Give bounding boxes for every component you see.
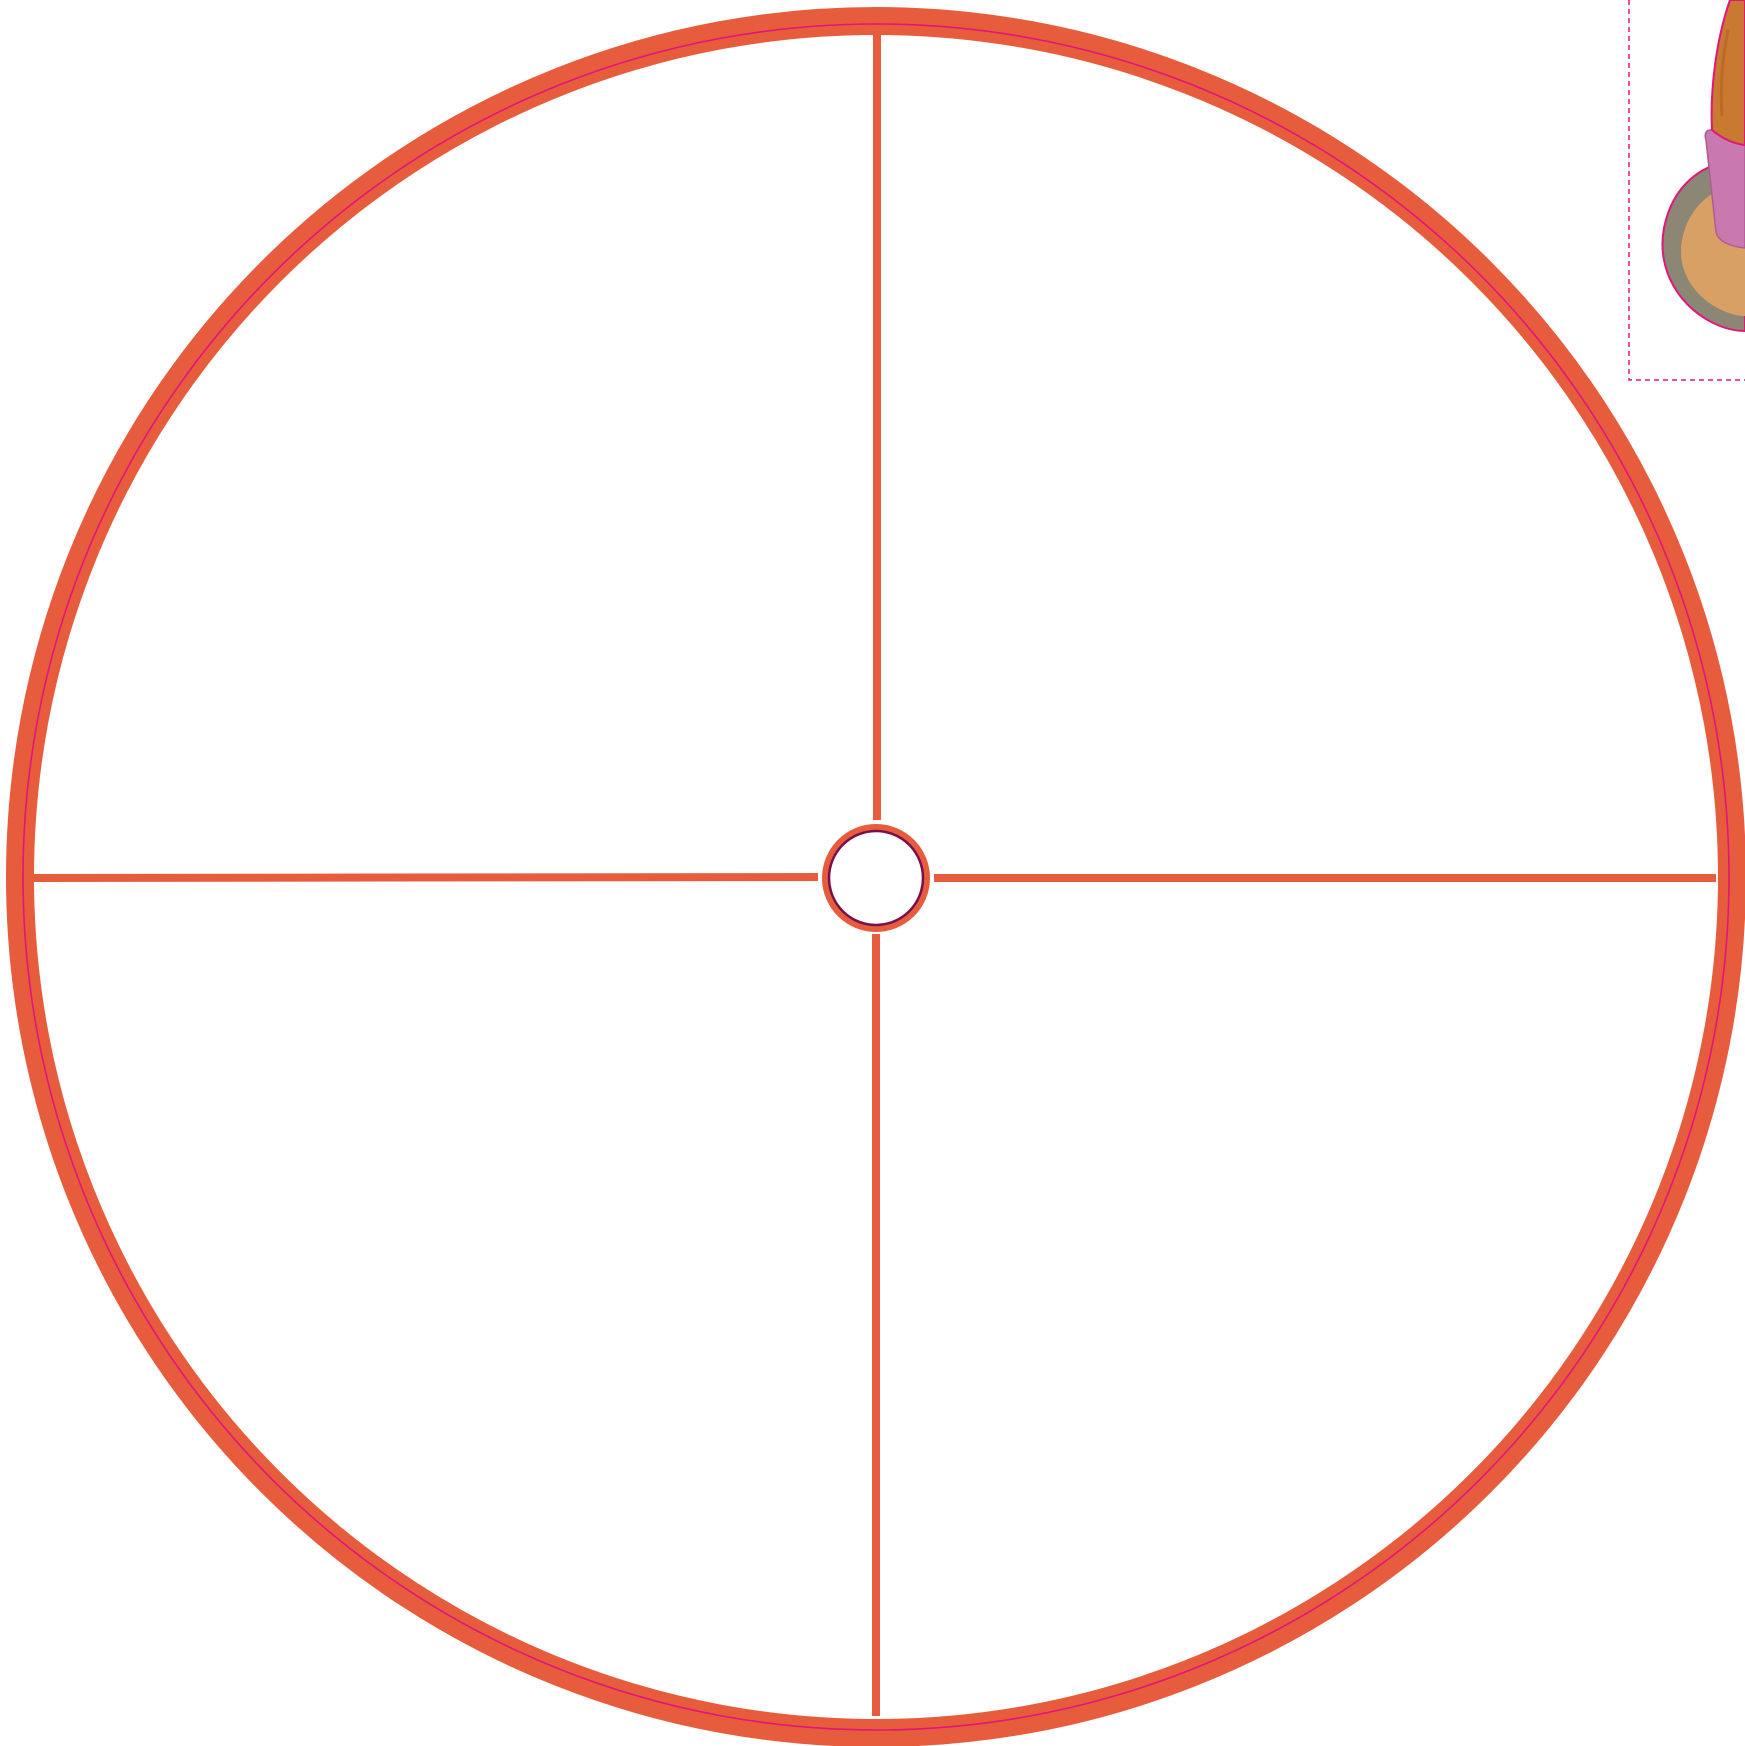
watercolor-cake-icon [1662, 0, 1745, 331]
cake-sticker [1629, 0, 1745, 380]
divider-left [34, 877, 818, 878]
cake-top [1712, 0, 1745, 145]
spinner-wheel [20, 21, 1732, 1733]
center-hole [829, 831, 923, 925]
center-hub [822, 824, 930, 932]
